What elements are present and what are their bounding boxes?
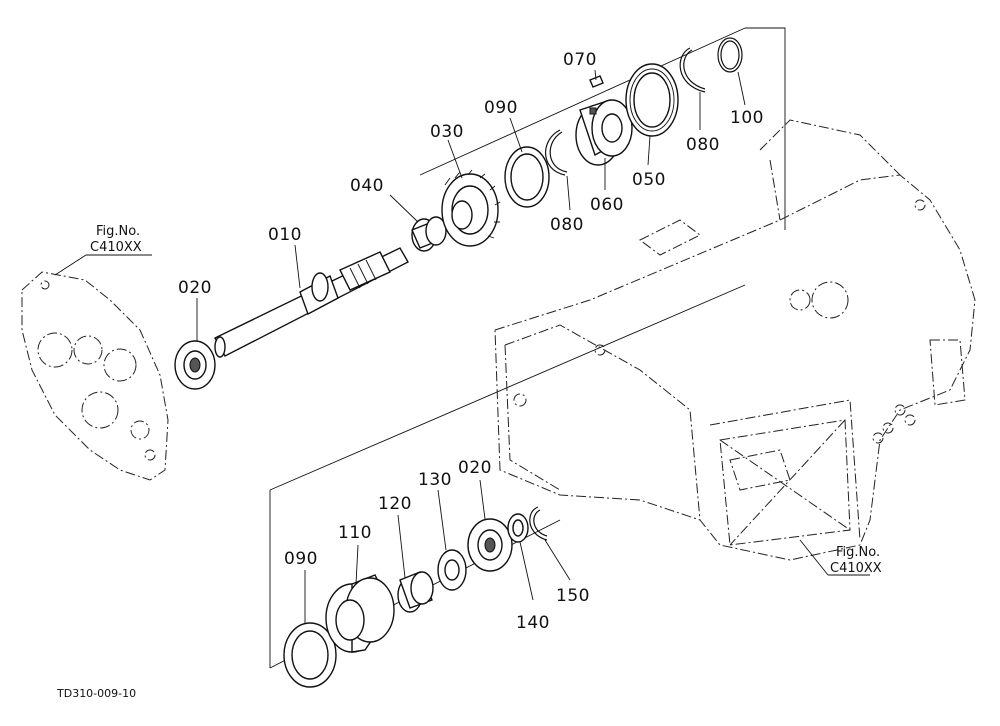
fig-ref-right-line1: Fig.No. bbox=[836, 545, 880, 560]
label-150: 150 bbox=[556, 586, 590, 606]
label-110: 110 bbox=[338, 523, 372, 543]
ring-090-bottom bbox=[283, 622, 337, 688]
main-shaft-010 bbox=[214, 247, 409, 358]
needle-bearing-120 bbox=[397, 571, 434, 613]
fig-ref-right-line2: C410XX bbox=[830, 561, 882, 576]
thrust-washer-130 bbox=[437, 549, 467, 591]
label-090-bottom: 090 bbox=[284, 549, 318, 569]
label-020-bottom: 020 bbox=[458, 458, 492, 478]
label-020-top: 020 bbox=[178, 278, 212, 298]
guide-lines bbox=[269, 27, 786, 669]
shifting-key-070 bbox=[589, 75, 604, 88]
fig-ref-left-line1: Fig.No. bbox=[96, 224, 140, 239]
drawing-code: TD310-009-10 bbox=[56, 687, 136, 700]
front-housing-outline bbox=[21, 271, 169, 481]
bearing-020-top bbox=[174, 340, 216, 390]
synchro-hub-060 bbox=[575, 99, 633, 166]
bearing-020-bottom bbox=[467, 518, 513, 572]
snap-ring-100 bbox=[717, 37, 743, 73]
circlip-080-left bbox=[545, 129, 568, 176]
label-010: 010 bbox=[268, 225, 302, 245]
label-040: 040 bbox=[350, 176, 384, 196]
leader-lines bbox=[54, 69, 870, 623]
circlip-080-right bbox=[679, 47, 706, 93]
label-100: 100 bbox=[730, 108, 764, 128]
needle-bearing-040 bbox=[411, 216, 447, 252]
gear-110 bbox=[325, 574, 395, 653]
synchro-ring-090-top bbox=[504, 146, 550, 208]
washer-140 bbox=[507, 513, 529, 543]
snap-ring-150 bbox=[529, 506, 548, 541]
label-080-left: 080 bbox=[550, 215, 584, 235]
gear-030 bbox=[441, 169, 501, 247]
transmission-case-outline bbox=[494, 119, 976, 561]
label-130: 130 bbox=[418, 470, 452, 490]
label-050: 050 bbox=[632, 170, 666, 190]
label-060: 060 bbox=[590, 195, 624, 215]
label-030: 030 bbox=[430, 122, 464, 142]
coupler-sleeve-050 bbox=[625, 63, 679, 137]
fig-ref-left-line2: C410XX bbox=[90, 240, 142, 255]
label-120: 120 bbox=[378, 494, 412, 514]
label-080-right: 080 bbox=[686, 135, 720, 155]
label-070: 070 bbox=[563, 50, 597, 70]
label-140: 140 bbox=[516, 613, 550, 633]
label-090-top: 090 bbox=[484, 98, 518, 118]
